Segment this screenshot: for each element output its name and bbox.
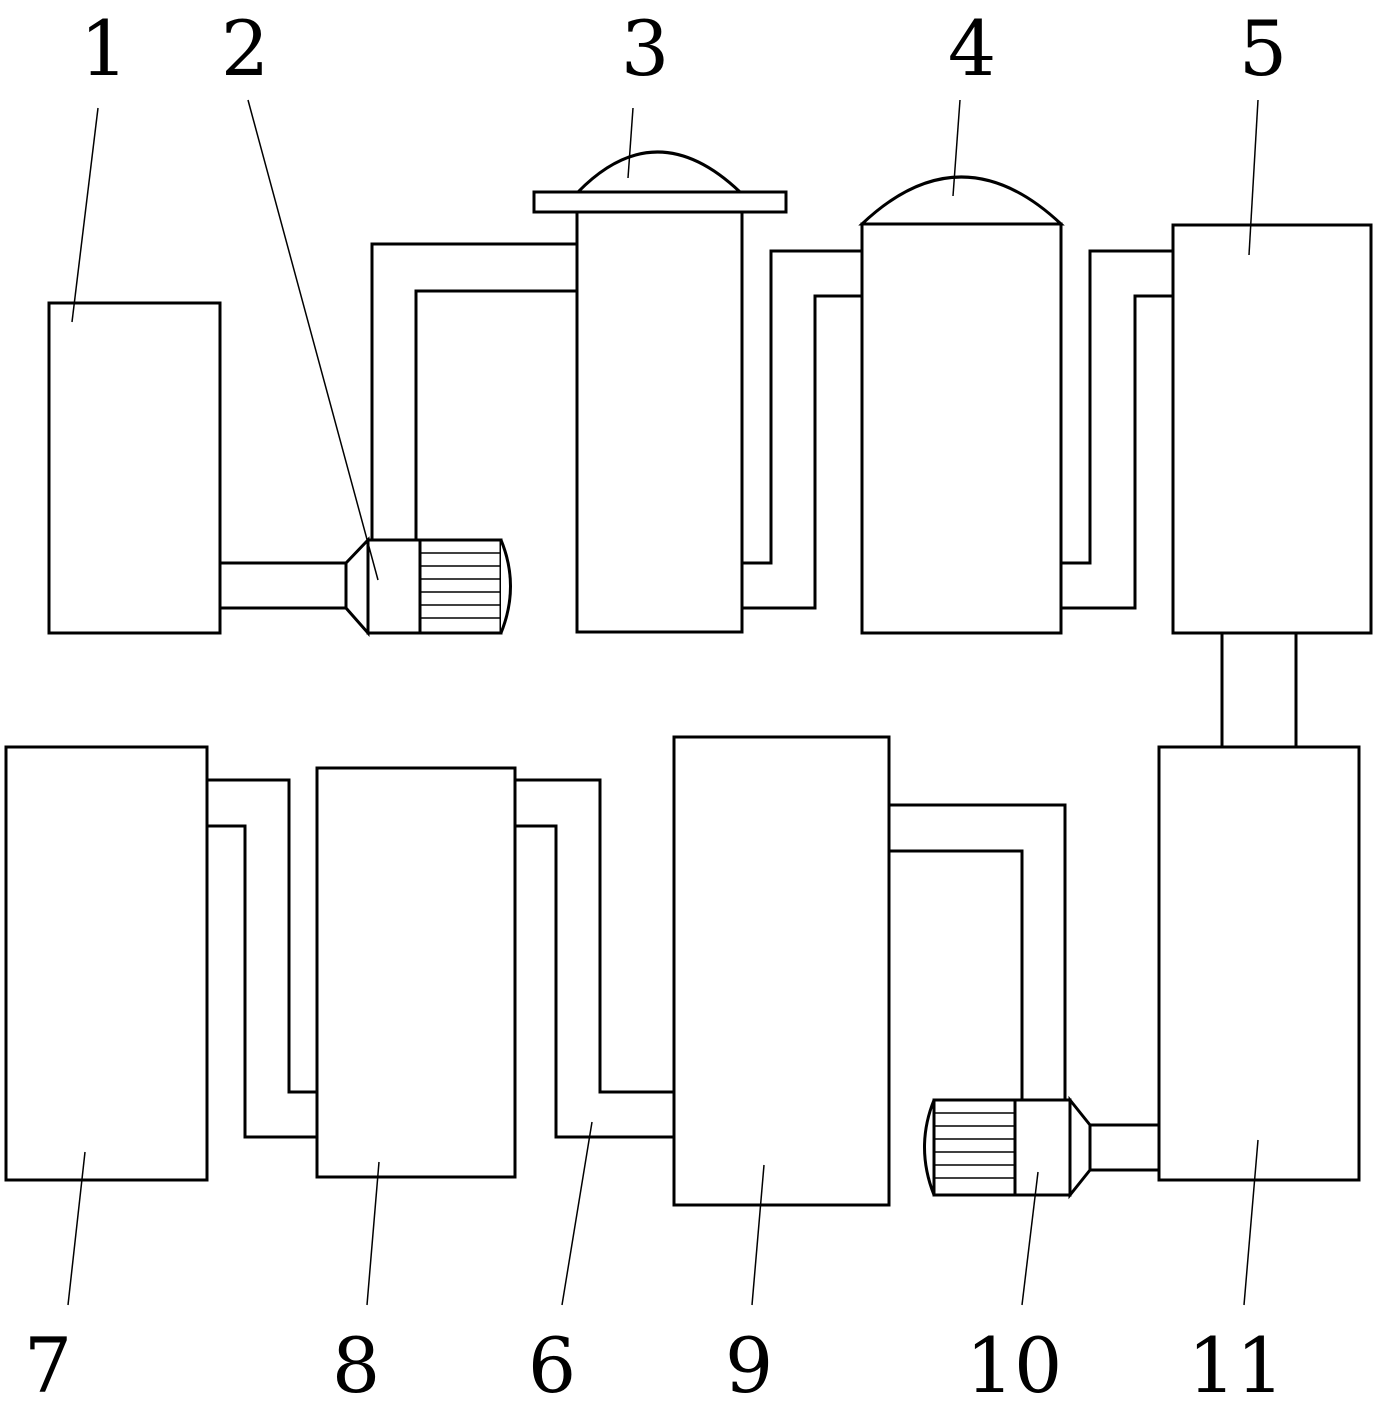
unit-1-box [47,301,222,635]
label-1: 1 [80,4,128,93]
leader-4 [952,99,961,197]
label-11: 11 [1188,1321,1285,1401]
unit-5-box [1171,223,1373,635]
pipe-2-to-3 [370,242,577,540]
unit-3-dome [574,150,744,194]
label-2: 2 [221,4,269,93]
leader-2 [247,99,379,581]
pipe-9-to-10 [889,803,1067,1100]
leader-5 [1248,99,1259,256]
unit-9-box [672,735,891,1207]
pipe-10-to-11 [1090,1123,1159,1172]
unit-8-box [315,766,517,1179]
unit-3 [532,150,788,634]
leader-6 [561,1121,593,1306]
unit-4 [858,175,1065,635]
pipe-1-to-2 [220,561,346,610]
leader-3 [627,107,634,179]
pipe-8-to-9 [515,778,674,1139]
label-8: 8 [332,1321,380,1401]
pump-10 [923,1095,1092,1200]
label-5: 5 [1239,4,1287,93]
pipe-5-to-11 [1220,633,1298,747]
pump-2-fins [420,552,501,619]
unit-4-dome [858,175,1065,226]
leader-11 [1243,1139,1259,1306]
pump-10-fins [934,1112,1015,1179]
label-10: 10 [966,1321,1063,1401]
unit-7-box [4,745,209,1182]
pipe-3-to-4 [742,249,862,610]
label-6: 6 [528,1321,576,1401]
leader-1 [71,107,99,323]
label-3: 3 [621,4,669,93]
pipe-7-to-8 [207,778,317,1139]
unit-11-box [1157,745,1361,1182]
unit-3-box [575,210,744,634]
leader-8 [366,1161,380,1306]
pipe-4-to-5 [1061,249,1173,610]
leader-10 [1021,1171,1039,1306]
leader-9 [751,1164,765,1306]
unit-4-box [860,222,1063,635]
pump-2 [344,536,512,637]
label-4: 4 [948,4,996,93]
leader-lines [67,99,1259,1306]
label-7: 7 [24,1321,72,1401]
label-9: 9 [725,1321,773,1401]
unit-3-flange [532,190,788,214]
leader-7 [67,1151,86,1306]
